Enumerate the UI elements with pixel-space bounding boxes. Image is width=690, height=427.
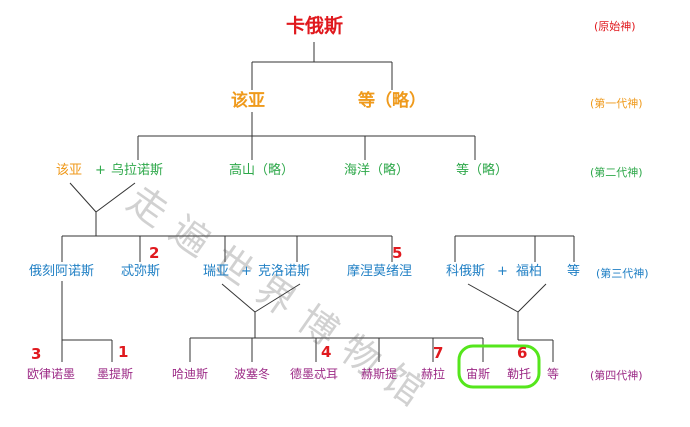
num-5: 5: [392, 244, 403, 262]
num-3: 3: [31, 345, 42, 363]
node-gen1-etc: 等（略）: [358, 91, 426, 111]
node-demeter: 德墨忒耳: [290, 367, 339, 381]
plus-sign: +: [241, 264, 252, 279]
gen-label-4: (第四代神): [590, 369, 643, 382]
num-1: 1: [118, 343, 129, 361]
gen-label-1: (第一代神): [590, 97, 643, 110]
node-eurynome: 欧律诺墨: [27, 367, 76, 381]
node-rhea: 瑞亚: [203, 264, 230, 279]
node-leto: 勒托: [507, 367, 532, 381]
node-sea: 海洋（略）: [344, 163, 410, 178]
node-gen4-etc: 等: [547, 367, 560, 381]
node-themis: 忒弥斯: [121, 264, 161, 279]
plus-sign: +: [95, 163, 106, 178]
num-2: 2: [149, 244, 160, 262]
node-gen2-etc: 等（略）: [456, 163, 509, 178]
node-mountains: 高山（略）: [229, 163, 295, 178]
highlight-ring: [457, 344, 541, 389]
node-phoebe: 福柏: [516, 264, 543, 279]
node-zeus: 宙斯: [466, 367, 491, 381]
num-7: 7: [433, 344, 444, 362]
node-metis: 墨提斯: [97, 367, 134, 381]
node-gen3-etc: 等: [567, 264, 581, 279]
node-chaos: 卡俄斯: [286, 15, 344, 37]
gen-label-0: (原始神): [594, 20, 636, 33]
gen-label-3: (第三代神): [596, 267, 649, 280]
node-oceanus: 俄刻阿诺斯: [29, 264, 95, 279]
node-coeus: 科俄斯: [446, 264, 486, 279]
node-cronus: 克洛诺斯: [258, 264, 311, 279]
node-hestia: 赫斯提: [361, 367, 398, 381]
node-gaia: 该亚: [231, 91, 265, 111]
node-poseidon: 波塞冬: [234, 367, 271, 381]
node-uranus: 乌拉诺斯: [111, 163, 164, 178]
node-hades: 哈迪斯: [172, 367, 209, 381]
plus-sign: +: [497, 264, 508, 279]
num-4: 4: [321, 343, 332, 361]
gen-label-2: (第二代神): [590, 166, 643, 179]
node-hera: 赫拉: [421, 367, 446, 381]
num-6: 6: [517, 344, 528, 362]
node-mnemosyne: 摩涅莫绪涅: [347, 264, 413, 279]
node-gaia-2: 该亚: [56, 163, 83, 178]
